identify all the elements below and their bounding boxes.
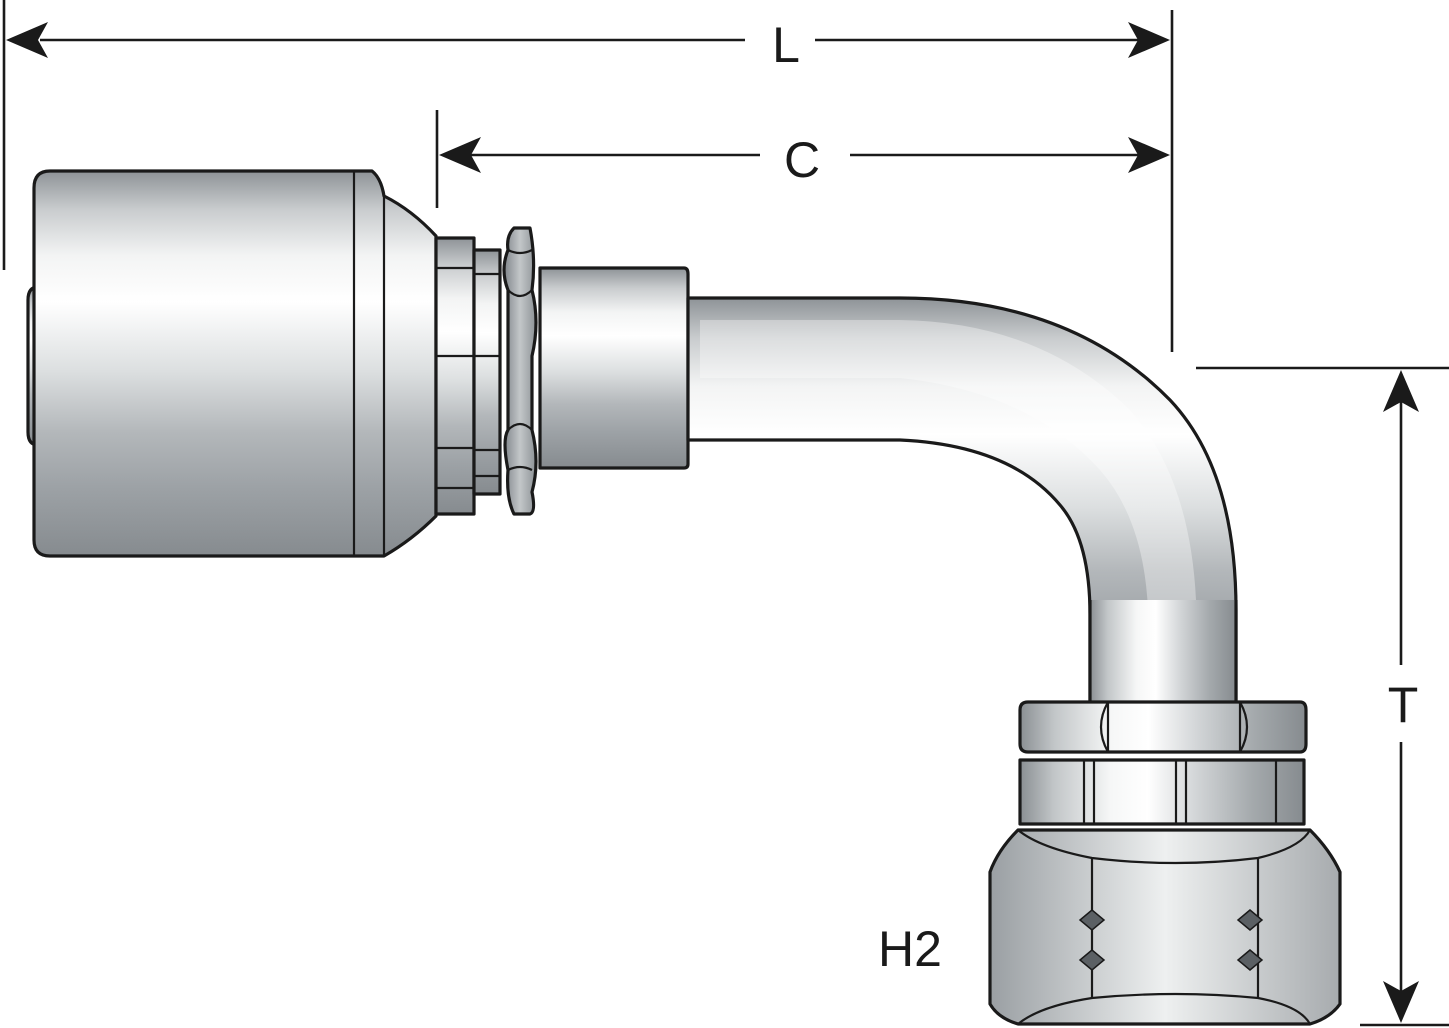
lock-nut [502, 226, 538, 516]
tube-elbow-highlight [700, 320, 1196, 700]
dimension-L: L [2, 0, 1174, 352]
dimension-label-C: C [784, 132, 820, 188]
dimension-arrow-T-bottom [1383, 981, 1419, 1023]
dimension-arrow-T-top [1383, 370, 1419, 412]
dimension-T: T [1196, 366, 1449, 1027]
dimension-arrow-C-left [439, 137, 481, 173]
tube-straight [538, 266, 690, 470]
dimension-label-T: T [1388, 677, 1419, 733]
dimension-arrow-C-right [1128, 137, 1170, 173]
knurl-marks [1078, 909, 1264, 971]
dimension-label-L: L [772, 17, 800, 73]
fitting [26, 169, 1342, 1026]
dimension-label-H2: H2 [878, 921, 942, 977]
dimension-arrow-L-left [6, 22, 48, 58]
socket-collar [434, 236, 502, 516]
swivel-hex-top [1018, 700, 1308, 754]
ferrule [32, 169, 438, 558]
swivel-nut [988, 828, 1342, 1026]
dimension-arrow-L-right [1128, 22, 1170, 58]
swivel-collar [1018, 758, 1306, 826]
tube-vertical [1090, 600, 1236, 704]
dimension-C: C [435, 110, 1170, 208]
tube-elbow [686, 296, 1238, 702]
